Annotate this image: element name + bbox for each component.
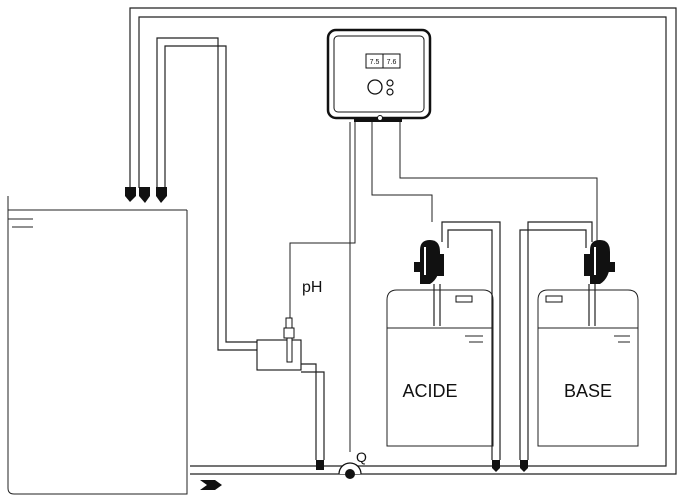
controller-cables — [289, 122, 598, 452]
flow-meter-icon — [338, 462, 362, 479]
display-value-right: 7.6 — [387, 59, 397, 66]
sample-pipe — [156, 37, 257, 351]
pump-icon — [584, 240, 615, 284]
acid-tank-label: ACIDE — [402, 381, 457, 401]
base-dosing-line — [519, 221, 596, 472]
base-tank: BASE — [537, 289, 639, 447]
display-value-left: 7.5 — [370, 59, 380, 66]
pool — [7, 196, 188, 495]
control-knob[interactable] — [367, 79, 383, 95]
pump-icon — [414, 240, 444, 284]
pool-inlet-arrows — [125, 187, 167, 203]
flow-arrow-icon — [200, 480, 222, 490]
ph-measuring-cell — [256, 317, 325, 470]
acid-dosing-line — [433, 221, 501, 472]
ph-label: pH — [302, 279, 322, 296]
sensor-probe-icon — [283, 317, 295, 363]
control-button-bottom[interactable] — [386, 88, 394, 96]
acid-tank: ACIDE — [386, 289, 494, 447]
main-return-pipe — [129, 7, 677, 475]
flow-label: Q — [356, 449, 367, 465]
base-tank-label: BASE — [564, 381, 612, 401]
controller-unit: 7.5 7.6 — [326, 28, 432, 122]
control-button-top[interactable] — [386, 79, 394, 87]
